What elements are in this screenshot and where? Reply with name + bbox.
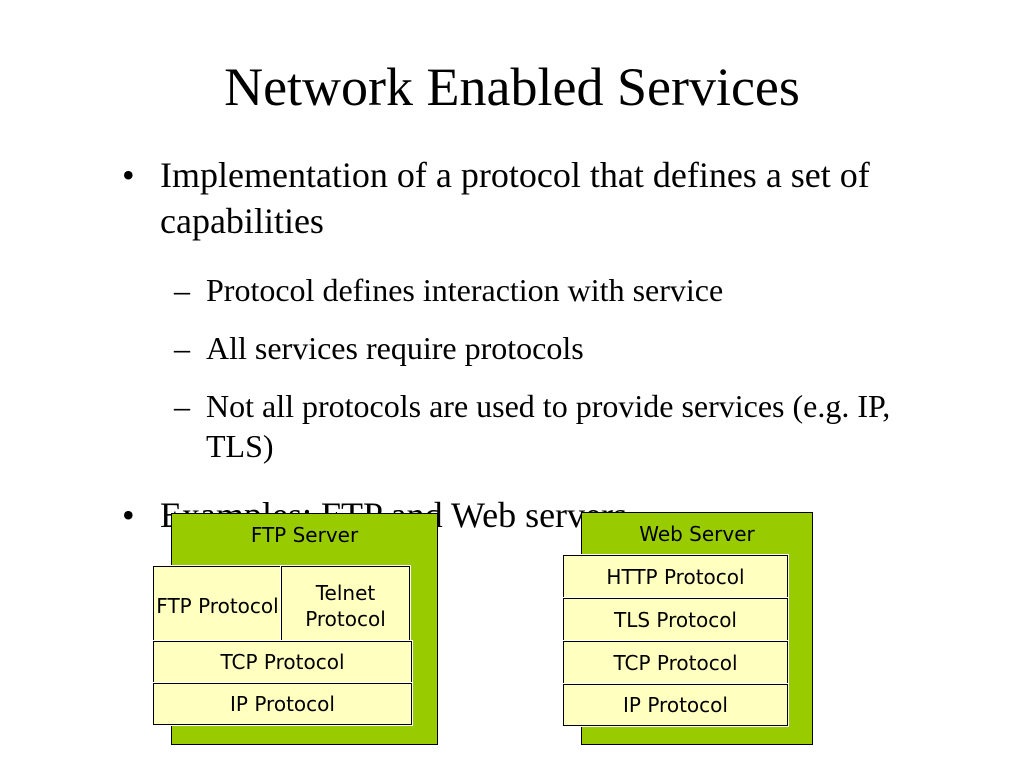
tcp-protocol-box: TCP Protocol [563,641,788,684]
sub-bullet-item: – Protocol defines interaction with serv… [174,270,946,310]
web-server-title: Web Server [639,522,755,546]
sub-bullet-marker: – [174,330,190,366]
sub-bullet-text: All services require protocols [206,330,584,366]
sub-bullet-text: Protocol defines interaction with servic… [206,272,724,308]
bullet-text: Implementation of a protocol that define… [160,155,870,241]
slide-title: Network Enabled Services [224,57,800,117]
ip-protocol-box: IP Protocol [563,684,788,726]
sub-bullet-marker: – [174,388,190,424]
tls-protocol-box: TLS Protocol [563,598,788,641]
sub-bullet-item: – All services require protocols [174,328,946,368]
sub-bullet-marker: – [174,272,190,308]
http-protocol-box: HTTP Protocol [563,555,788,598]
tcp-protocol-box: TCP Protocol [153,641,412,683]
bullet-item: • Implementation of a protocol that defi… [122,152,950,244]
ftp-protocol-box: FTP Protocol [153,566,282,646]
sub-bullet-text: Not all protocols are used to provide se… [206,388,891,464]
ftp-server-title: FTP Server [250,523,359,547]
telnet-protocol-box: Telnet Protocol [281,566,410,646]
sub-bullet-item: – Not all protocols are used to provide … [174,386,946,466]
bullet-marker: • [122,495,135,535]
bullet-marker: • [122,155,135,195]
ip-protocol-box: IP Protocol [153,683,412,725]
